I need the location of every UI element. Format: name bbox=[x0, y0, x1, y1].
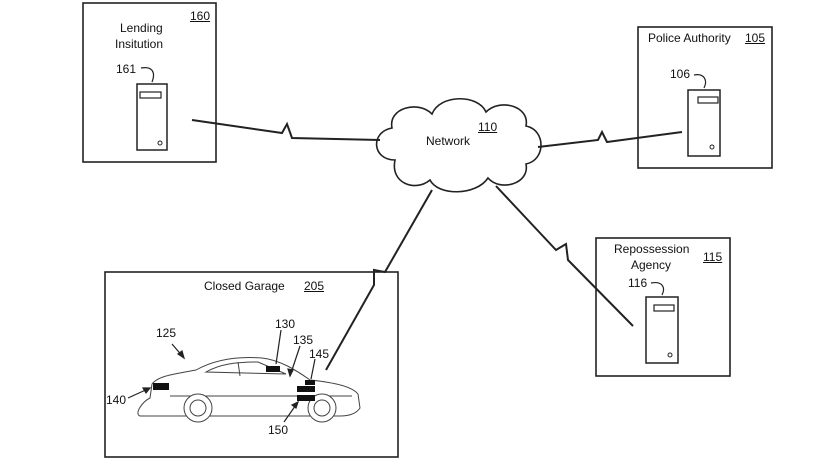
component-ref-150: 150 bbox=[268, 423, 289, 437]
car-leader-lines bbox=[127, 329, 316, 423]
police-server-ref: 106 bbox=[670, 67, 691, 81]
network-cloud bbox=[375, 98, 542, 193]
closed-garage-box bbox=[104, 271, 399, 458]
lending-server-leader bbox=[140, 67, 155, 83]
lending-ref: 160 bbox=[190, 9, 211, 23]
network-label-text: Network bbox=[426, 134, 471, 148]
repo-title-line1: Repossession bbox=[614, 242, 690, 256]
component-145 bbox=[305, 380, 315, 385]
lending-server-ref: 161 bbox=[116, 62, 137, 76]
component-150-a bbox=[297, 386, 315, 392]
repo-ref: 115 bbox=[703, 250, 723, 264]
network-label: Network bbox=[426, 134, 470, 149]
repo-title-line2: Agency bbox=[631, 258, 672, 272]
repo-server-ref: 116 bbox=[628, 276, 648, 290]
component-150-b bbox=[297, 395, 315, 401]
component-ref-135: 135 bbox=[293, 333, 314, 347]
police-title: Police Authority bbox=[648, 31, 731, 45]
repo-server-icon bbox=[645, 296, 679, 364]
repo-server-leader bbox=[650, 282, 665, 296]
component-130 bbox=[266, 366, 280, 372]
component-140 bbox=[153, 383, 169, 390]
component-ref-140: 140 bbox=[106, 393, 127, 407]
network-ref: 110 bbox=[478, 120, 498, 134]
link-police-network bbox=[537, 129, 683, 148]
garage-ref: 205 bbox=[304, 279, 325, 293]
police-ref: 105 bbox=[745, 31, 766, 45]
police-server-leader bbox=[693, 74, 707, 89]
link-repo-network bbox=[495, 185, 634, 327]
police-server-icon bbox=[687, 89, 721, 157]
link-lending-network bbox=[191, 119, 381, 141]
car-ref-125: 125 bbox=[156, 326, 177, 340]
lending-title-line1: Lending bbox=[120, 21, 163, 35]
component-ref-145: 145 bbox=[309, 347, 330, 361]
garage-title: Closed Garage bbox=[204, 279, 285, 293]
component-ref-130: 130 bbox=[275, 317, 296, 331]
lending-title-line2: Insitution bbox=[115, 37, 164, 51]
link-garage-network bbox=[325, 189, 433, 371]
lending-server-icon bbox=[136, 83, 168, 151]
